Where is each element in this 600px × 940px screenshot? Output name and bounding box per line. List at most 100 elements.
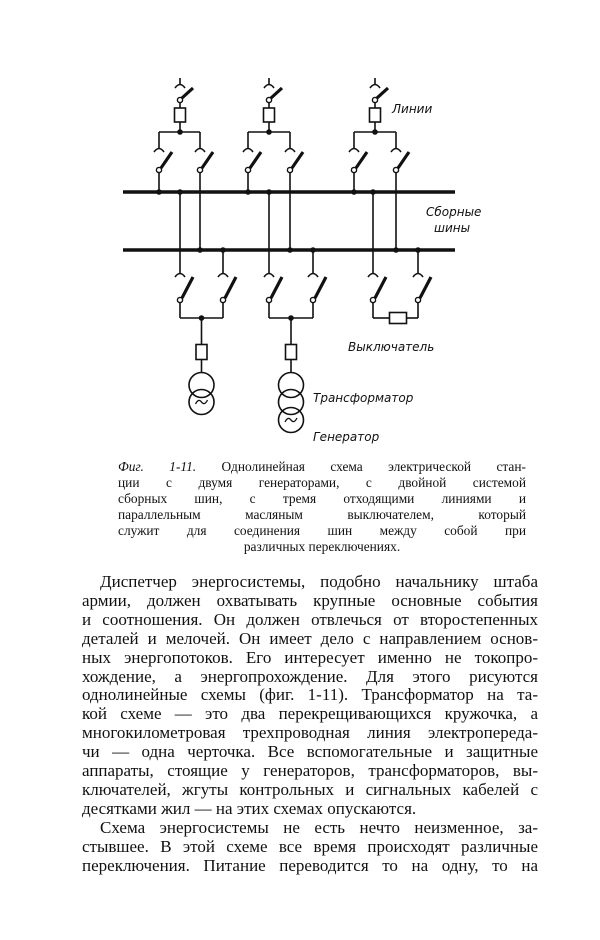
junction-dot [177,129,183,135]
body-line: деталей и мелочей. Он имеет дело с напра… [82,628,538,648]
switch-blade [180,276,195,299]
caption-text: Однолинейная схема электрической стан- [221,459,526,474]
junction-dot [245,189,251,195]
junction-dot [287,247,293,253]
junction-dot [393,247,399,253]
body-text: Диспетчер энергосистемы, подобно начальн… [82,572,538,876]
switch-contact [174,83,186,89]
transformer-icon [188,371,215,399]
junction-dot [372,129,378,135]
switch-contact [367,272,379,278]
switch-contact [390,147,402,153]
switch-blade [180,86,195,100]
switch-contact [153,147,165,153]
label-lines: Линии [391,102,432,116]
junction-dot [220,247,226,253]
transformer-icon [277,371,305,399]
switch-blade [290,151,305,169]
switch-blade [373,276,388,299]
switch-blade [313,276,328,299]
switch-pivot [196,166,204,174]
body-line: однолинейные схемы (фиг. 1-11). Трансфор… [82,685,538,705]
junction-dot [310,247,316,253]
junction-dot [266,189,272,195]
switch-blade [269,86,284,100]
single-line-diagram: Линии Сборные шины Выключатель Трансформ… [123,78,481,444]
switch-pivot [155,166,163,174]
switch-pivot [176,296,184,304]
body-line: ных энергопотоков. Его интересует именно… [82,647,538,667]
switch-blade [418,276,433,299]
junction-dot [415,247,421,253]
body-line: стывшее. В этой схеме все время происход… [82,836,538,856]
switch-pivot [265,96,273,104]
junction-dot [351,189,357,195]
switch-blade [159,151,174,169]
switch-pivot [369,296,377,304]
switch-blade [223,276,238,299]
transformer-icon [188,388,215,416]
label-transformer: Трансформатор [313,391,414,405]
switch-pivot [371,96,379,104]
label-generator: Генератор [313,430,380,444]
generator-wave-icon [194,399,209,405]
breaker-box [388,311,408,325]
transformer-icon [277,388,305,416]
caption-line: различных переключениях. [243,539,401,554]
switch-contact [348,147,360,153]
switch-contact [263,83,275,89]
breaker-box [262,107,276,123]
switch-contact [217,272,229,278]
switch-pivot [414,296,422,304]
body-line: аппараты, стоящие у генераторов, трансфо… [82,761,538,781]
breaker-box [195,343,208,361]
switch-pivot [350,166,358,174]
switch-blade [248,151,263,169]
switch-blade [396,151,411,169]
figure-caption: Фиг. 1-11. Однолинейная схема электричес… [118,459,526,555]
switch-contact [174,272,186,278]
body-line: чи — одна черточка. Все вспомогательные … [82,742,538,762]
generator-icon [277,406,305,434]
switch-blade [200,151,215,169]
generator-wave-icon [284,417,298,423]
junction-dot [370,189,376,195]
caption-line: ции с двумя генераторами, с двойной сист… [118,475,526,490]
junction-dot [177,189,183,195]
body-line: ключателей, жгуты контрольных и сигнальн… [82,779,538,799]
junction-dot [266,129,272,135]
switch-pivot [265,296,273,304]
switch-pivot [219,296,227,304]
switch-pivot [309,296,317,304]
switch-pivot [176,96,184,104]
junction-dot [198,315,205,321]
junction-dot [156,189,162,195]
switch-pivot [392,166,400,174]
label-breaker: Выключатель [348,340,434,354]
switch-pivot [244,166,252,174]
switch-contact [412,272,424,278]
switch-contact [369,83,381,89]
caption-line: служит для соединения шин между собой пр… [118,523,526,538]
body-line: и соотношения. Он должен отвлечься от вт… [82,609,538,629]
breaker-box [368,107,382,123]
body-line: хождение, а энергопрохождение. Для этого… [82,666,538,686]
breaker-box [173,107,187,123]
label-busbars-2: шины [434,221,470,235]
switch-pivot [286,166,294,174]
body-line: многокилометровая трехпроводная линия эл… [82,723,538,743]
switch-blade [375,86,390,100]
switch-contact [242,147,254,153]
label-busbars-1: Сборные [426,205,481,219]
body-line: армии, должен охватывать крупные основны… [82,590,538,610]
switch-contact [194,147,206,153]
switch-contact [307,272,319,278]
caption-line: Фиг. 1-11. Однолинейная схема электричес… [118,459,526,475]
figure-ref: Фиг. 1-11. [118,459,197,474]
breaker-box [284,343,298,361]
body-line: кой схеме — это два перекрещивающихся кр… [82,704,538,724]
junction-dot [197,247,203,253]
junction-dot [288,315,294,321]
body-line: Схема энергосистемы не есть нечто неизме… [100,817,538,837]
switch-blade [269,276,284,299]
